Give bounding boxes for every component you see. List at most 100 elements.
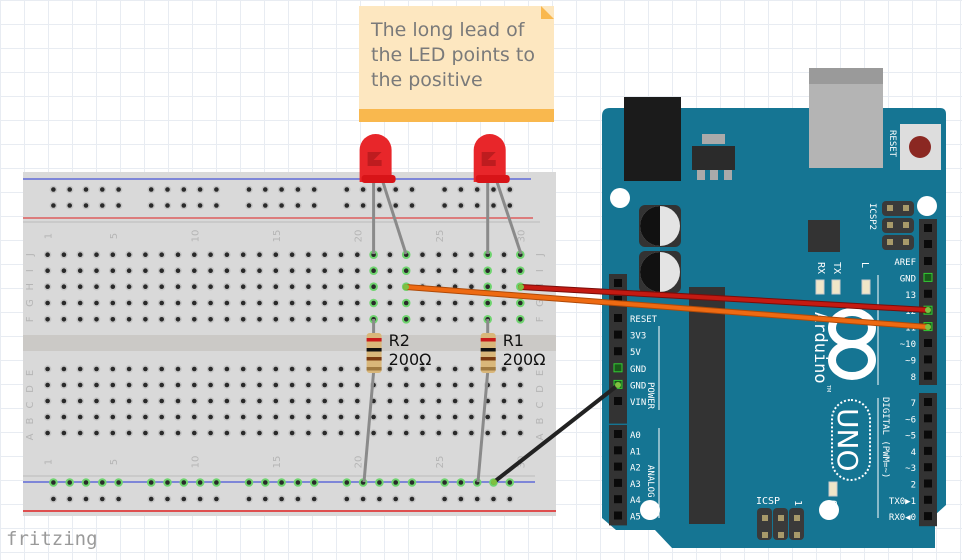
breadboard-hole — [442, 480, 447, 485]
breadboard-hole — [295, 496, 301, 502]
icsp2-pin — [887, 222, 893, 228]
header-pin — [924, 240, 932, 248]
row-label: J — [25, 253, 36, 257]
breadboard-hole — [192, 268, 197, 274]
breadboard-hole — [83, 496, 89, 502]
breadboard-hole — [94, 430, 99, 436]
header-pin — [614, 314, 622, 322]
digital-header-upper — [919, 219, 937, 385]
breadboard-hole — [246, 187, 252, 192]
breadboard-hole — [143, 300, 148, 306]
digital-pin-label: AREF — [894, 258, 916, 268]
smd-led — [861, 279, 871, 295]
icsp2-header — [882, 201, 914, 216]
breadboard-hole — [224, 430, 230, 436]
analog-header-label: ANALOG IN — [645, 465, 655, 514]
breadboard-hole — [485, 300, 491, 306]
breadboard-hole — [338, 366, 344, 372]
breadboard-hole — [45, 382, 50, 388]
row-label: E — [25, 370, 36, 376]
breadboard-hole — [355, 430, 360, 436]
row-label: B — [535, 417, 546, 424]
wire-end — [925, 324, 931, 330]
breadboard-hole — [240, 284, 246, 290]
power-header-label: POWER — [645, 382, 655, 410]
breadboard-hole — [322, 430, 328, 436]
breadboard-hole — [452, 414, 458, 420]
breadboard-hole — [387, 430, 393, 436]
breadboard-hole — [458, 480, 464, 485]
breadboard-hole — [94, 252, 99, 257]
usb-connector — [809, 68, 883, 168]
breadboard-hole — [518, 414, 523, 420]
digital-pin-label: 8 — [911, 373, 916, 383]
breadboard-hole — [469, 317, 474, 322]
breadboard-hole — [501, 366, 507, 372]
breadboard-hole — [175, 317, 181, 322]
breadboard-hole — [295, 203, 301, 208]
breadboard-hole — [469, 382, 474, 388]
breadboard-hole — [306, 317, 311, 322]
breadboard-hole — [289, 414, 295, 420]
breadboard-hole — [45, 268, 50, 274]
breadboard-hole — [100, 480, 105, 485]
wire-end — [518, 284, 524, 290]
led-cathode-lead — [494, 177, 523, 255]
breadboard-hole — [377, 480, 382, 485]
wire-end — [403, 284, 409, 290]
breadboard-hole — [61, 252, 67, 257]
breadboard-hole — [175, 300, 181, 306]
icsp2-pin — [887, 239, 893, 245]
row-label: A — [535, 433, 546, 440]
breadboard-hole — [403, 317, 409, 322]
breadboard-hole — [409, 203, 415, 208]
breadboard-hole — [224, 317, 230, 322]
note-resize-bar[interactable] — [359, 109, 554, 122]
breadboard-hole — [45, 366, 50, 372]
breadboard-hole — [458, 496, 464, 502]
breadboard-hole — [377, 496, 382, 502]
breadboard-hole — [257, 382, 262, 388]
header-pin — [924, 495, 932, 504]
sticky-note[interactable]: The long lead of the LED points to the p… — [359, 6, 554, 122]
resistor-band — [366, 338, 382, 342]
breadboard-hole — [77, 366, 83, 372]
resistor-band — [480, 357, 496, 361]
breadboard-hole — [474, 203, 480, 208]
breadboard-hole — [393, 187, 399, 192]
breadboard-hole — [403, 398, 409, 404]
breadboard-hole — [306, 398, 311, 404]
breadboard-channel — [23, 335, 556, 351]
power-pin-label: VIN — [630, 398, 646, 408]
atmega-chip — [689, 287, 725, 524]
breadboard-hole — [273, 300, 279, 306]
breadboard-hole — [45, 284, 50, 290]
resistor-value: 200Ω — [389, 350, 432, 369]
row-label: H — [25, 283, 36, 291]
on-label: ON — [827, 500, 838, 512]
breadboard-hole — [387, 317, 393, 322]
wire-black — [492, 383, 620, 484]
breadboard-hole — [192, 366, 197, 372]
breadboard-hole — [175, 284, 181, 290]
breadboard-hole — [94, 382, 99, 388]
breadboard-hole — [224, 252, 230, 257]
breadboard-hole — [51, 496, 56, 502]
breadboard-hole — [175, 366, 181, 372]
breadboard-hole — [387, 382, 393, 388]
column-label: 10 — [190, 230, 201, 243]
breadboard-hole — [77, 300, 83, 306]
regulator-pin — [697, 170, 705, 180]
breadboard-hole — [452, 366, 458, 372]
breadboard-hole — [61, 300, 67, 306]
breadboard-hole — [126, 414, 132, 420]
smd-led — [815, 279, 825, 295]
wire-end — [925, 307, 931, 313]
breadboard-hole — [469, 398, 474, 404]
breadboard-hole — [420, 252, 425, 257]
breadboard-hole — [501, 300, 507, 306]
wire-end — [615, 382, 621, 388]
breadboard-hole — [355, 414, 360, 420]
wire-orange — [404, 285, 930, 329]
mounting-hole — [610, 188, 630, 208]
